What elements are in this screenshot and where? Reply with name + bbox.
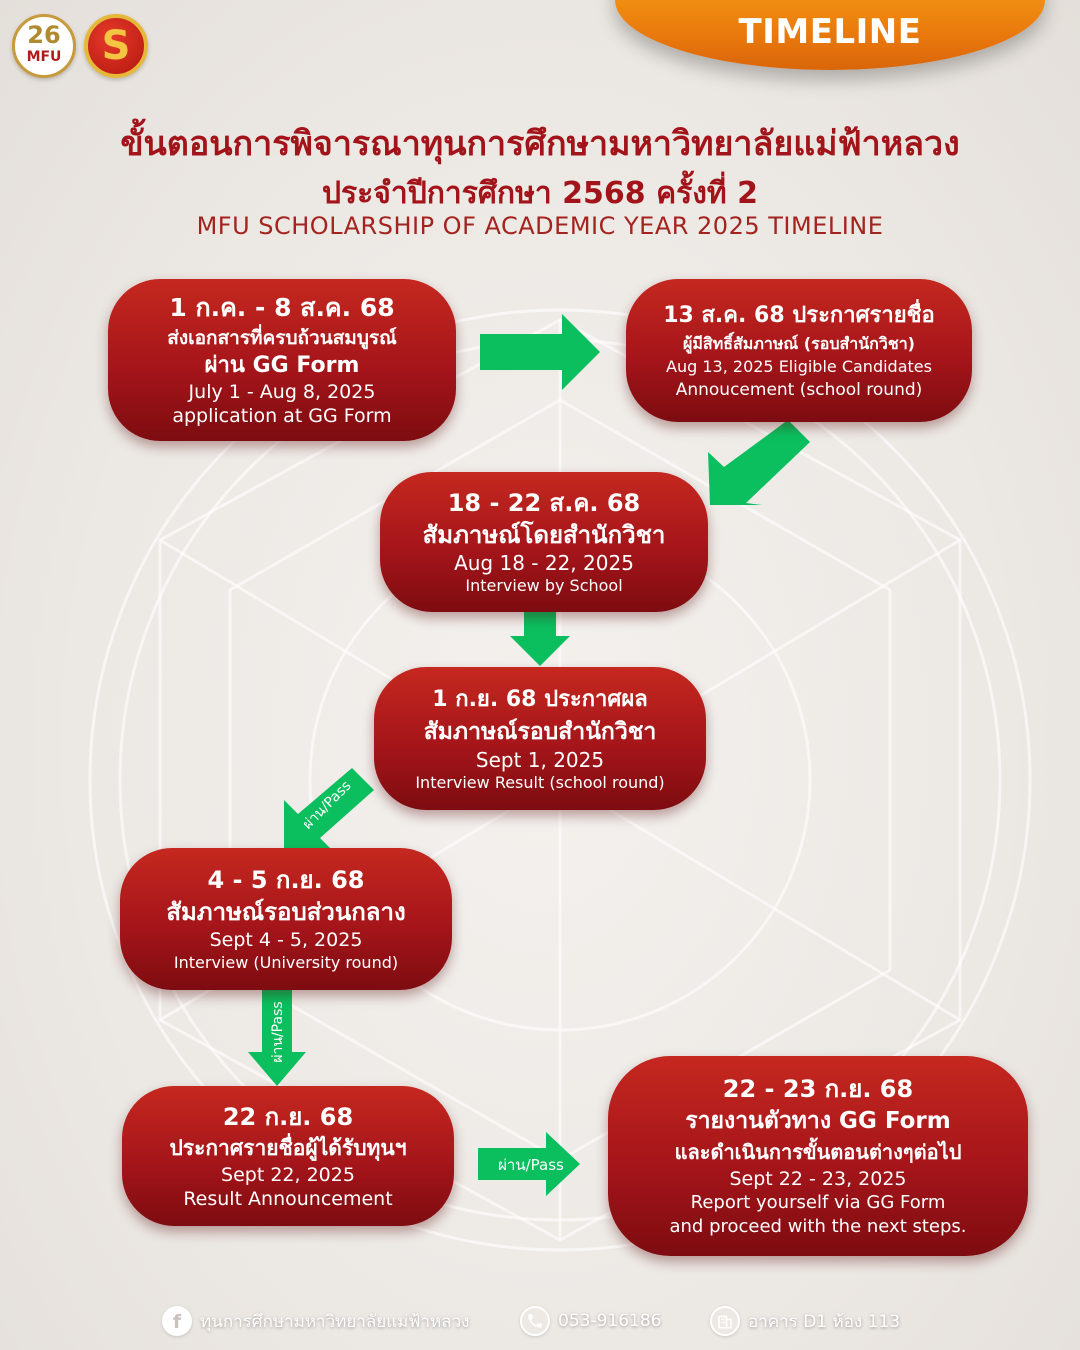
page-subtitle: MFU SCHOLARSHIP OF ACADEMIC YEAR 2025 TI… — [196, 212, 884, 240]
page-title: ขั้นตอนการพิจารณาทุนการศึกษามหาวิทยาลัยแ… — [120, 124, 960, 164]
step-4-school-result: 1 ก.ย. 68 ประกาศผล สัมภาษณ์รอบสำนักวิชา … — [374, 667, 706, 810]
step-4-th-desc: สัมภาษณ์รอบสำนักวิชา — [423, 718, 657, 745]
step-3-en-desc: Interview by School — [465, 576, 623, 595]
step-3-th-date: 18 - 22 ส.ค. 68 — [447, 489, 641, 517]
mfu-26-logo: 26 MFU — [12, 14, 76, 78]
step-5-university-interview: 4 - 5 ก.ย. 68 สัมภาษณ์รอบส่วนกลาง Sept 4… — [120, 848, 452, 990]
step-1-th-date: 1 ก.ค. - 8 ส.ค. 68 — [169, 293, 395, 322]
step-1-application: 1 ก.ค. - 8 ส.ค. 68 ส่งเอกสารที่ครบถ้วนสม… — [108, 279, 456, 441]
footer-location: อาคาร D1 ห้อง 113 — [710, 1303, 900, 1339]
step-2-th-date: 13 ส.ค. 68 ประกาศรายชื่อ — [663, 302, 935, 328]
facebook-icon: f — [162, 1306, 192, 1336]
building-icon — [710, 1306, 740, 1336]
scholarship-s-logo: S — [84, 14, 148, 78]
step-7-en-desc: Report yourself via GG Form — [690, 1192, 946, 1213]
page-title-year: ประจำปีการศึกษา 2568 ครั้งที่ 2 — [322, 176, 758, 211]
step-7-report-and-proceed: 22 - 23 ก.ย. 68 รายงานตัวทาง GG Form และ… — [608, 1056, 1028, 1256]
s-logo-letter: S — [101, 23, 131, 69]
step-4-en-desc: Interview Result (school round) — [415, 772, 665, 792]
footer-phone[interactable]: 053-916186 — [520, 1303, 661, 1339]
mfu-logo-number: 26 — [27, 21, 61, 49]
step-7-th-desc: รายงานตัวทาง GG Form — [685, 1108, 951, 1134]
step-3-th-desc: สัมภาษณ์โดยสำนักวิชา — [422, 521, 666, 549]
step-7-th-date: 22 - 23 ก.ย. 68 — [722, 1075, 914, 1103]
step-2-en-date: Aug 13, 2025 Eligible Candidates — [666, 356, 932, 376]
footer-location-text: อาคาร D1 ห้อง 113 — [748, 1311, 901, 1332]
step-3-en-date: Aug 18 - 22, 2025 — [454, 551, 634, 575]
arrow-right-1 — [480, 314, 600, 390]
step-5-en-desc: Interview (University round) — [173, 953, 399, 972]
step-1-en-date: July 1 - Aug 8, 2025 — [188, 381, 376, 403]
step-4-th-date: 1 ก.ย. 68 ประกาศผล — [432, 686, 648, 712]
pass-label-down: ผ่าน/Pass — [270, 1001, 286, 1062]
mfu-logo-text: MFU — [26, 49, 62, 65]
step-6-th-desc: ประกาศรายชื่อผู้ได้รับทุนฯ — [169, 1136, 407, 1160]
step-5-th-desc: สัมภาษณ์รอบส่วนกลาง — [166, 898, 406, 926]
pass-label-right: ผ่าน/Pass — [498, 1156, 564, 1174]
step-6-result-announcement: 22 ก.ย. 68 ประกาศรายชื่อผู้ได้รับทุนฯ Se… — [122, 1086, 454, 1226]
step-3-school-interview: 18 - 22 ส.ค. 68 สัมภาษณ์โดยสำนักวิชา Aug… — [380, 472, 708, 612]
phone-icon — [520, 1306, 550, 1336]
step-1-en-desc: application at GG Form — [172, 405, 392, 427]
arrow-down-3 — [510, 610, 570, 666]
step-1-th-desc2: ผ่าน GG Form — [204, 353, 360, 378]
step-2-eligible-announcement: 13 ส.ค. 68 ประกาศรายชื่อ ผู้มีสิทธิ์สัมภ… — [626, 279, 972, 422]
step-2-th-desc: ผู้มีสิทธิ์สัมภาษณ์ (รอบสำนักวิชา) — [683, 333, 915, 353]
arrow-diag-2 — [708, 420, 810, 505]
step-6-th-date: 22 ก.ย. 68 — [222, 1103, 354, 1131]
step-7-en-desc2: and proceed with the next steps. — [669, 1216, 967, 1237]
footer-facebook-text: ทุนการศึกษามหาวิทยาลัยแม่ฟ้าหลวง — [200, 1311, 470, 1332]
step-2-en-desc: Annoucement (school round) — [675, 379, 923, 400]
step-5-th-date: 4 - 5 ก.ย. 68 — [207, 866, 365, 894]
step-6-en-date: Sept 22, 2025 — [221, 1164, 355, 1186]
step-7-th-desc2: และดำเนินการขั้นตอนต่างๆต่อไป — [674, 1140, 962, 1164]
svg-text:f: f — [173, 1311, 182, 1333]
arrow-diag-pass-4 — [284, 768, 374, 852]
arrow-down-pass-5 — [248, 990, 306, 1086]
step-1-th-desc: ส่งเอกสารที่ครบถ้วนสมบูรณ์ — [167, 327, 397, 349]
arrow-right-pass-6 — [478, 1132, 580, 1196]
footer-facebook[interactable]: f ทุนการศึกษามหาวิทยาลัยแม่ฟ้าหลวง — [162, 1303, 469, 1339]
timeline-tab-label: TIMELINE — [738, 12, 922, 52]
step-5-en-date: Sept 4 - 5, 2025 — [209, 929, 363, 951]
step-6-en-desc: Result Announcement — [183, 1188, 393, 1210]
step-4-en-date: Sept 1, 2025 — [475, 747, 605, 772]
footer-phone-text: 053-916186 — [558, 1311, 662, 1331]
step-7-en-date: Sept 22 - 23, 2025 — [729, 1168, 907, 1190]
